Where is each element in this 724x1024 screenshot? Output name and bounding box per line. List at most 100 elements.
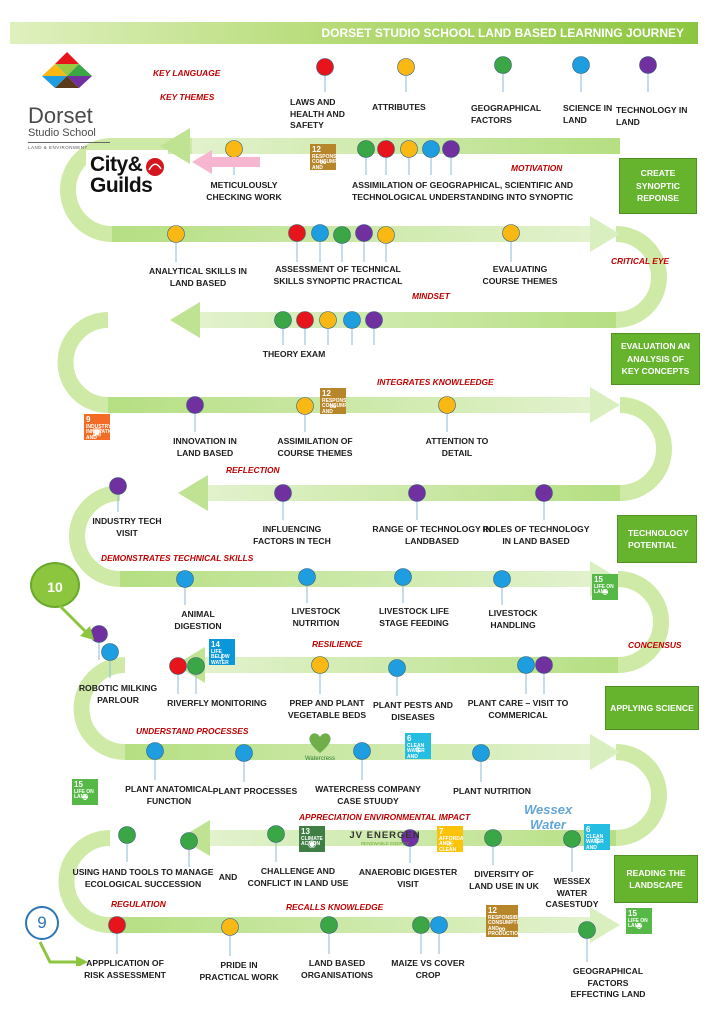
sdg-glyph: ∞ bbox=[498, 924, 506, 935]
road-arrowhead-right bbox=[590, 216, 620, 252]
pin-purple bbox=[401, 829, 419, 847]
milestone-pride-in-practical-work: PRIDE IN PRACTICAL WORK bbox=[199, 960, 279, 982]
milestone-plant-pests-diseases: PLANT PESTS AND DISEASES bbox=[373, 700, 453, 722]
sdg-number: 7 bbox=[439, 827, 444, 836]
milestone-range-of-technology: RANGE OF TECHNOLOGY IN LANDBASED bbox=[372, 524, 492, 546]
pin-blue bbox=[176, 570, 194, 588]
theme-mindset: MINDSET bbox=[412, 291, 450, 301]
milestone-and: AND bbox=[218, 872, 238, 882]
pink-arrow-icon bbox=[192, 150, 260, 174]
pin-green bbox=[578, 921, 596, 939]
sdg-number: 12 bbox=[312, 145, 321, 154]
sdg-number: 12 bbox=[322, 389, 331, 398]
milestone-analytical-skills: ANALYTICAL SKILLS IN LAND BASED bbox=[149, 266, 247, 288]
sdg-number: 6 bbox=[586, 825, 591, 834]
sdg-12-icon: 12RESPONSIBLE CONSUMPTION AND PRODUCTION… bbox=[320, 388, 346, 414]
key-language-label: KEY LANGUAGE bbox=[153, 68, 221, 78]
road-segment bbox=[110, 917, 590, 933]
sdg-number: 12 bbox=[488, 906, 497, 915]
milestone-pins bbox=[90, 56, 657, 962]
milestone-roles-of-technology: ROLES OF TECHNOLOGY IN LAND BASED bbox=[482, 524, 590, 546]
milestone-land-based-organisations: LAND BASED ORGANISATIONS bbox=[301, 958, 373, 980]
stage-applying-science: APPLYING SCIENCE bbox=[605, 686, 699, 730]
key-item-geographical: GEOGRAPHICAL FACTORS bbox=[471, 103, 542, 125]
dorset-studio-school-logo: Dorset Studio School LAND & ENVIRONMENT bbox=[28, 52, 110, 150]
road-bend bbox=[58, 830, 111, 933]
theme-demonstrates-technical-skills: DEMONSTRATES TECHNICAL SKILLS bbox=[101, 553, 254, 563]
sdg-glyph: ♣ bbox=[635, 921, 643, 932]
pin-yellow bbox=[438, 396, 456, 414]
road-arrowhead-left bbox=[170, 302, 200, 338]
sdg-text: RESPONSIBLE CONSUMPTION AND PRODUCTION bbox=[488, 914, 518, 937]
pin-blue bbox=[517, 656, 535, 674]
milestone-assimilation-synoptic: ASSIMILATION OF GEOGRAPHICAL, SCIENTIFIC… bbox=[352, 180, 574, 202]
sdg-glyph: ∞ bbox=[329, 401, 337, 412]
key-item-technology: TECHNOLOGY IN LAND bbox=[616, 105, 688, 127]
sdg-7-icon: 7AFFORDABLE AND CLEAN ENERGY☀ bbox=[437, 826, 463, 852]
pin-green bbox=[180, 832, 198, 850]
pin-red bbox=[288, 224, 306, 242]
stage-create-synoptic-response: CREATE SYNOPTIC REPONSE bbox=[619, 158, 697, 214]
sdg-text: CLIMATE ACTION bbox=[301, 835, 323, 848]
sdg-glyph: ♣ bbox=[81, 792, 89, 803]
pin-yellow bbox=[221, 918, 239, 936]
pin-blue bbox=[101, 643, 119, 661]
pin-yellow bbox=[502, 224, 520, 242]
milestone-challenge-conflict-land-use: CHALLENGE AND CONFLICT IN LAND USE bbox=[247, 866, 349, 888]
road-arrowhead-left bbox=[160, 128, 190, 164]
milestone-plant-processes: PLANT PROCESSES bbox=[212, 786, 298, 796]
sdg-text: LIFE ON LAND bbox=[74, 788, 94, 801]
theme-regulation: REGULATION bbox=[111, 899, 166, 909]
pin-blue bbox=[493, 570, 511, 588]
pin-red bbox=[316, 58, 334, 76]
pin-green bbox=[484, 829, 502, 847]
pin-green bbox=[494, 56, 512, 74]
pin-purple bbox=[442, 140, 460, 158]
sdg-glyph: ⚘ bbox=[592, 837, 602, 848]
pin-green bbox=[357, 140, 375, 158]
road-segment bbox=[200, 312, 616, 328]
sdg-text: LIFE ON LAND bbox=[628, 917, 648, 930]
pin-purple bbox=[186, 396, 204, 414]
pin-blue bbox=[353, 742, 371, 760]
milestone-riverfly-monitoring: RIVERFLY MONITORING bbox=[167, 698, 267, 708]
pin-blue bbox=[388, 659, 406, 677]
road-segment bbox=[112, 226, 590, 242]
milestone-robotic-milking-parlour: ROBOTIC MILKING PARLOUR bbox=[78, 683, 158, 705]
pin-yellow bbox=[296, 397, 314, 415]
year-9-arrow-icon bbox=[38, 941, 88, 966]
watercress-logo-text: Watercress bbox=[304, 756, 336, 762]
pin-red bbox=[169, 657, 187, 675]
pin-yellow bbox=[167, 225, 185, 243]
sdg-text: LIFE BELOW WATER bbox=[211, 648, 230, 665]
key-themes-label: KEY THEMES bbox=[160, 92, 215, 102]
sdg-text: CLEAN WATER AND SANITATION bbox=[586, 833, 604, 850]
city-and-guilds-logo: City&Guilds bbox=[86, 150, 168, 206]
road-bend bbox=[619, 397, 672, 501]
jv-energen-logo: JV ENERGEN RENEWABLE ENERGY bbox=[344, 830, 426, 854]
stage-evaluation-analysis: EVALUATION AN ANALYSIS OF KEY CONCEPTS bbox=[611, 333, 700, 385]
pin-green bbox=[118, 826, 136, 844]
sdg-glyph: ⚘ bbox=[413, 746, 423, 757]
milestone-geographical-factors-effecting-land: GEOGRAPHICAL FACTORS EFFECTING LAND bbox=[570, 966, 646, 1000]
pin-blue bbox=[394, 568, 412, 586]
pin-green bbox=[274, 311, 292, 329]
key-item-attributes: ATTRIBUTES bbox=[372, 102, 426, 112]
sdg-number: 9 bbox=[86, 415, 91, 424]
milestone-livestock-life-stage-feeding: LIVESTOCK LIFE STAGE FEEDING bbox=[378, 606, 450, 628]
dorset-logo-tag: LAND & ENVIRONMENT bbox=[28, 142, 110, 150]
pin-blue bbox=[311, 224, 329, 242]
cg-line1: City& bbox=[90, 153, 143, 176]
key-item-laws: LAWS AND HEALTH AND SAFETY bbox=[290, 97, 345, 131]
milestone-innovation-land-based: INNOVATION IN LAND BASED bbox=[173, 436, 237, 458]
pin-blue bbox=[422, 140, 440, 158]
milestone-influencing-factors-tech: INFLUENCING FACTORS IN TECH bbox=[253, 524, 331, 546]
milestone-theory-exam: THEORY EXAM bbox=[262, 349, 326, 359]
jv-logo-sub: RENEWABLE ENERGY bbox=[360, 841, 410, 846]
pin-purple bbox=[535, 656, 553, 674]
pin-purple bbox=[355, 224, 373, 242]
